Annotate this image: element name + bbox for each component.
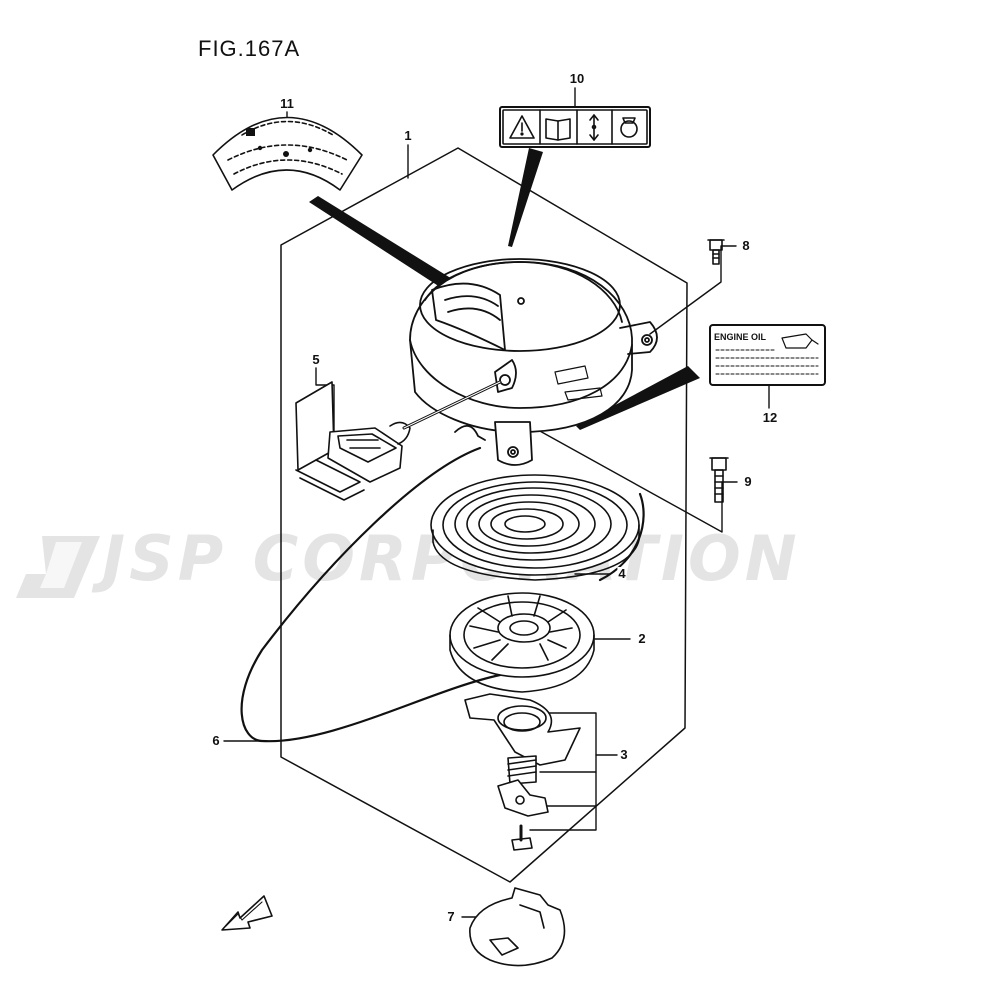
callout-2: 2	[637, 631, 647, 646]
bolt-8	[707, 239, 725, 265]
caution-label-curved	[212, 116, 363, 191]
warning-label-strip	[499, 106, 651, 148]
pull-handle-icon	[620, 117, 638, 138]
pawl-set	[464, 693, 581, 851]
callout-8: 8	[741, 238, 751, 253]
engine-oil-label: ENGINE OIL	[709, 324, 826, 386]
callout-3: 3	[619, 747, 629, 762]
starter-cover	[409, 258, 658, 466]
callout-1: 1	[403, 128, 413, 143]
callout-10: 10	[568, 71, 586, 86]
plate-7	[469, 887, 566, 967]
bolt-9	[709, 457, 729, 503]
callout-12: 12	[761, 410, 779, 425]
callout-11: 11	[279, 96, 295, 111]
callout-6: 6	[211, 733, 221, 748]
recoil-spring	[430, 474, 640, 581]
callout-9: 9	[743, 474, 753, 489]
callout-7: 7	[446, 909, 456, 924]
direction-arrow-icon	[221, 895, 273, 931]
start-arrows-icon	[589, 114, 599, 141]
starter-handle	[295, 380, 502, 501]
callout-5: 5	[311, 352, 321, 367]
label-pointers	[309, 148, 700, 430]
figure-title: FIG.167A	[198, 36, 301, 61]
assembly-outline	[280, 147, 688, 883]
engine-oil-text: ENGINE OIL	[714, 332, 767, 342]
manual-book-icon	[545, 118, 571, 141]
reel-pulley	[449, 592, 595, 693]
warning-triangle-icon	[509, 115, 535, 139]
callout-4: 4	[617, 566, 627, 581]
